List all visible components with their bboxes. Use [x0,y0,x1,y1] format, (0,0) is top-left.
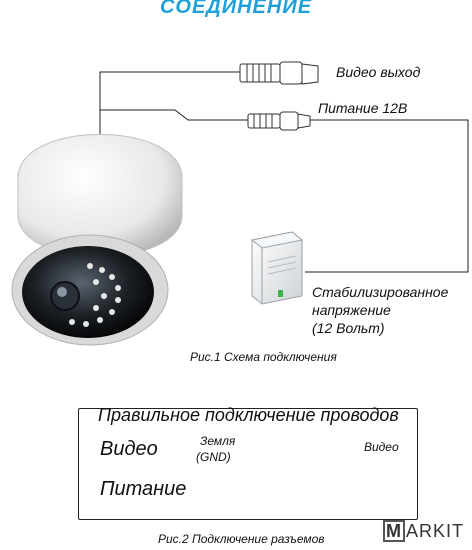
power-adapter [250,231,304,305]
video-out-label: Видео выход [336,64,421,80]
ground-label-2: (GND) [196,450,231,464]
power-12v-label: Питание 12В [318,100,408,116]
power-row-label: Питание [100,478,187,500]
adapter-label-2: напряжение [312,302,391,318]
video-pin-label: Видео [364,440,399,454]
fig1-caption: Рис.1 Схема подключения [190,350,337,364]
dome-camera [11,134,183,346]
video-row-label: Видео [100,438,158,460]
fig2-title: Правильное подключение проводов [98,405,399,425]
video-connector [239,61,319,85]
wiring-frame [78,408,418,520]
power-connector [247,111,311,131]
page-title: СОЕДИНЕНИЕ [159,0,313,18]
ground-label-1: Земля [200,434,236,448]
wire-power [100,109,469,273]
adapter-label-3: (12 Вольт) [312,320,385,336]
watermark-text: ARKIT [405,520,464,541]
adapter-label-1: Стабилизированное [312,284,449,300]
watermark-box-letter: M [382,520,405,542]
fig2-caption: Рис.2 Подключение разъемов [158,532,325,546]
